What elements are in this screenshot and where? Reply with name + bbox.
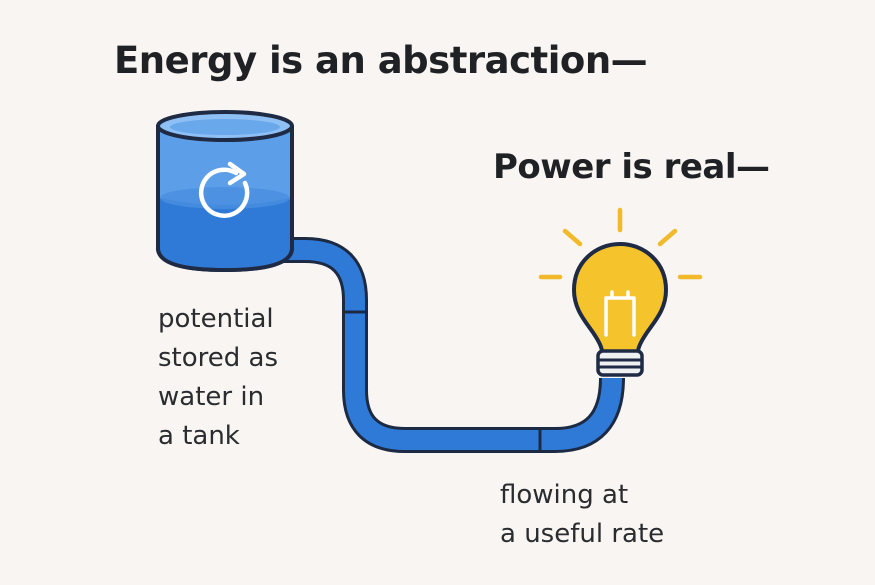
light-rays xyxy=(538,207,703,280)
pipe-icon xyxy=(260,237,625,453)
light-bulb-icon xyxy=(538,207,703,377)
flow-caption: flowing at a useful rate xyxy=(500,480,665,549)
power-heading: Power is real— xyxy=(493,147,770,187)
tank-caption: potential stored as water in a tank xyxy=(158,304,279,451)
refresh-cycle-icon xyxy=(198,161,250,218)
energy-heading: Energy is an abstraction— xyxy=(114,39,648,82)
water-tank-icon xyxy=(156,110,294,272)
